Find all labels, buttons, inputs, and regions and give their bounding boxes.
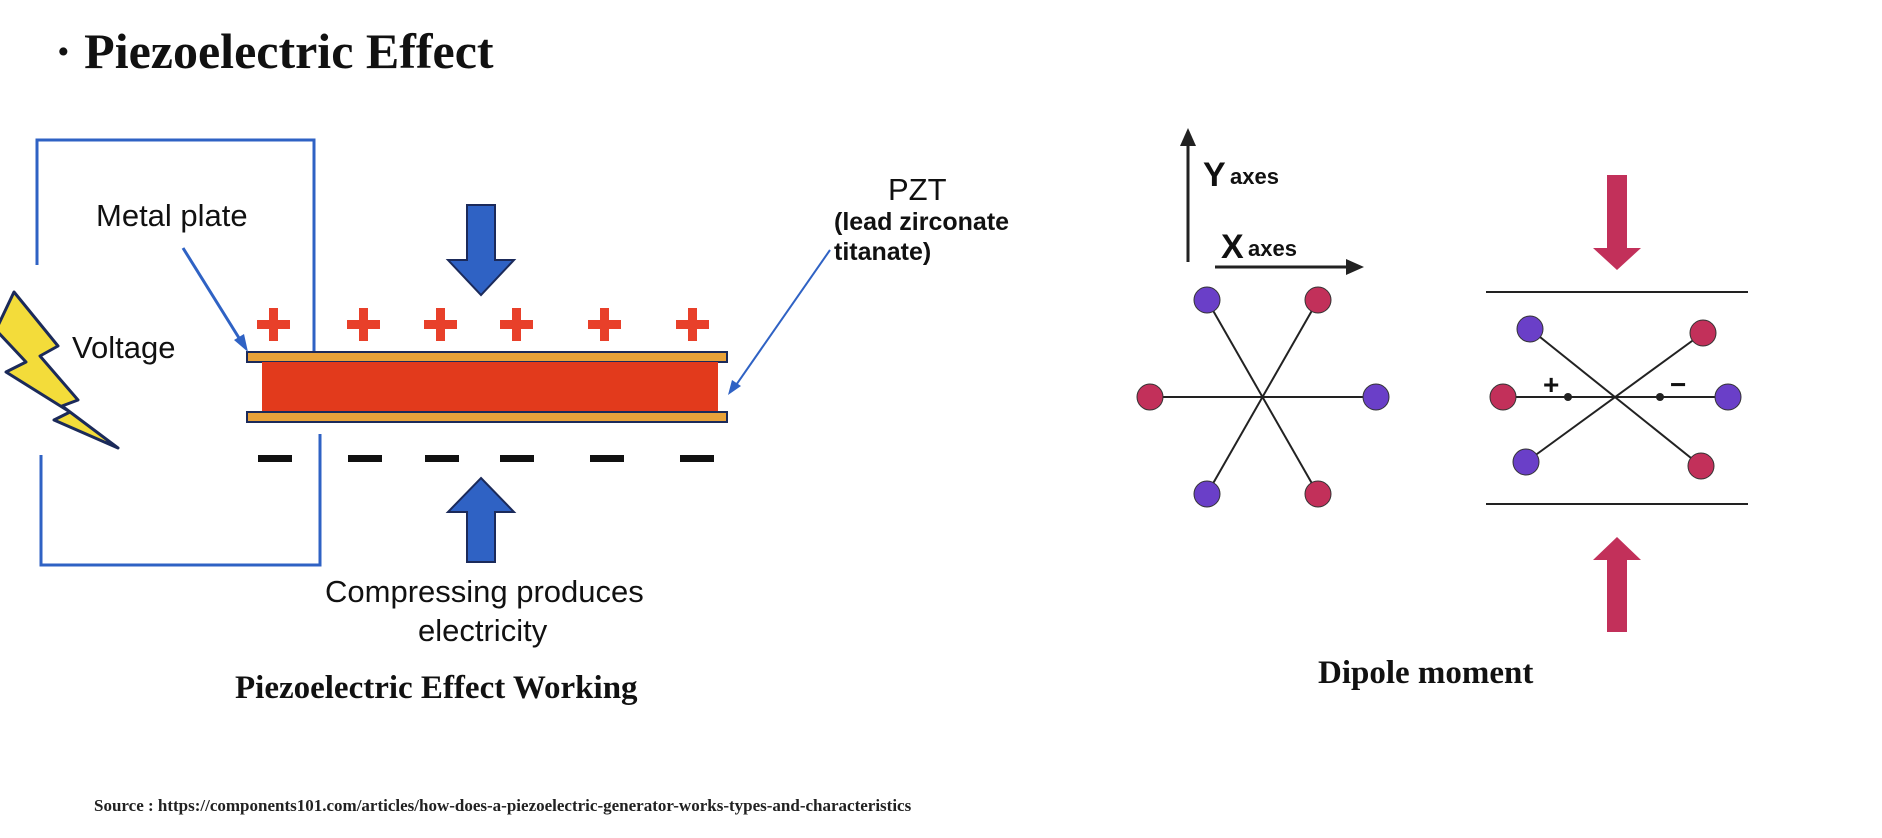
positive-atom <box>1136 383 1164 411</box>
unstressed-atoms <box>1136 286 1390 508</box>
stressed-atoms <box>1489 315 1742 480</box>
minus-charges <box>258 455 714 462</box>
pzt-pointer <box>733 249 831 389</box>
minus-charge <box>348 455 382 462</box>
circuit-wire-top <box>35 138 316 356</box>
circuit-wire-bottom <box>39 434 322 567</box>
dipole-minus-label: − <box>1670 369 1686 400</box>
x-axis-label: X <box>1221 228 1244 266</box>
positive-centroid-dot <box>1564 393 1572 401</box>
dipole-plus-label: + <box>1543 369 1559 400</box>
slide-title: · Piezoelectric Effect <box>55 23 494 79</box>
positive-atom <box>1489 383 1517 411</box>
plus-charge <box>588 308 621 341</box>
negative-atom <box>1516 315 1544 343</box>
negative-atom <box>1714 383 1742 411</box>
voltage-bolt-icon <box>0 290 120 450</box>
negative-atom <box>1512 448 1540 476</box>
compress-arrow-up-icon <box>445 476 517 563</box>
minus-charge <box>258 455 292 462</box>
piezo-working-caption: Piezoelectric Effect Working <box>235 670 638 706</box>
plus-charge <box>257 308 290 341</box>
negative-centroid-dot <box>1656 393 1664 401</box>
minus-charge <box>590 455 624 462</box>
stress-arrow-up-icon <box>1593 537 1641 632</box>
plus-charges <box>257 308 709 341</box>
pzt-desc-line1: (lead zirconate <box>834 208 1009 236</box>
x-axis-sub: axes <box>1248 236 1297 261</box>
y-axis-arrow-icon <box>1180 128 1196 146</box>
negative-atom <box>1193 286 1221 314</box>
stressed-structure <box>1503 328 1728 467</box>
pzt-pointer-head-icon <box>728 380 741 395</box>
pzt-label: PZT <box>888 172 947 207</box>
pzt-desc-line2: titanate) <box>834 238 931 266</box>
y-axis-label: Y <box>1203 156 1226 194</box>
metal-plate-label: Metal plate <box>96 198 248 233</box>
bond <box>1525 332 1704 463</box>
negative-atom <box>1193 480 1221 508</box>
plus-charge <box>424 308 457 341</box>
compress-arrow-down-icon <box>445 204 517 297</box>
top-metal-plate <box>246 351 728 363</box>
source-citation: Source : https://components101.com/artic… <box>94 796 912 815</box>
minus-charge <box>680 455 714 462</box>
minus-charge <box>500 455 534 462</box>
plus-charge <box>347 308 380 341</box>
unstressed-structure <box>1150 299 1376 495</box>
plus-charge <box>676 308 709 341</box>
bond <box>1206 299 1319 495</box>
positive-atom <box>1689 319 1717 347</box>
x-axis-arrow-icon <box>1346 259 1364 275</box>
metal-plate-pointer <box>181 247 246 347</box>
compress-line2: electricity <box>418 613 548 648</box>
voltage-label: Voltage <box>72 330 175 365</box>
compress-line1: Compressing produces <box>325 574 644 609</box>
stress-arrow-down-icon <box>1593 175 1641 270</box>
pzt-crystal <box>262 362 718 412</box>
positive-atom <box>1304 480 1332 508</box>
plus-charge <box>500 308 533 341</box>
negative-atom <box>1362 383 1390 411</box>
bottom-metal-plate <box>246 411 728 423</box>
minus-charge <box>425 455 459 462</box>
positive-atom <box>1687 452 1715 480</box>
dipole-moment-caption: Dipole moment <box>1318 655 1534 691</box>
y-axis-sub: axes <box>1230 164 1279 189</box>
positive-atom <box>1304 286 1332 314</box>
metal-plate-pointer-head-icon <box>234 334 248 352</box>
